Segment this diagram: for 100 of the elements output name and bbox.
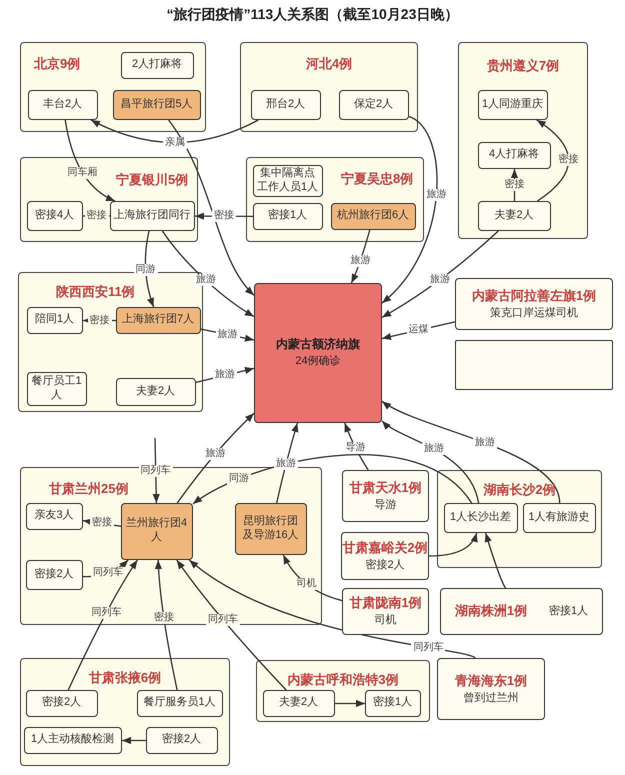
edge-label: 密接: [212, 210, 236, 222]
arrow: [276, 422, 298, 504]
region-panel: [20, 42, 206, 132]
region-heading: 河北4例: [304, 55, 354, 73]
case-box: 密接2人: [26, 560, 82, 590]
case-box: [342, 588, 429, 635]
case-box: 上海旅行团7人: [116, 306, 200, 334]
edge-label: 运煤: [406, 324, 430, 336]
case-note: 策克口岸运煤司机: [490, 306, 578, 320]
case-box: 夫妻2人: [478, 200, 550, 230]
region-panel: [437, 470, 602, 568]
edge-label: 旅游: [203, 448, 228, 460]
edge-label: 密接: [556, 154, 581, 166]
arrow: [82, 560, 129, 578]
case-box: 2人打麻将: [120, 52, 194, 78]
case-heading: 湖南株洲1例: [454, 603, 528, 620]
edge-label: 同列车: [89, 606, 124, 618]
edge-label: 旅游: [274, 458, 298, 470]
case-box: 密接1人: [364, 690, 420, 716]
region-heading: 内蒙古呼和浩特3例: [286, 671, 400, 689]
hub-box: [254, 283, 382, 423]
case-box: 密接2人: [146, 726, 218, 754]
edge-label: 旅游: [428, 274, 452, 286]
edge-label: 旅游: [213, 369, 237, 382]
arrow: [122, 736, 146, 744]
case-box: 昆明旅行团及导游16人: [234, 502, 306, 554]
arrow: [144, 230, 154, 308]
case-heading: 内蒙古阿拉善左旗1例: [472, 288, 596, 304]
region-heading: 甘肃张掖6例: [88, 669, 162, 687]
case-heading: 甘肃嘉峪关2例: [342, 540, 428, 556]
diagram-title: “旅行团疫情”113人关系图（截至10月23日晚）: [166, 6, 460, 24]
edge-label: 导游: [344, 442, 368, 454]
case-box: 夫妻2人: [262, 690, 334, 716]
edge-label: 旅游: [422, 443, 446, 456]
case-heading: 甘肃天水1例: [349, 480, 422, 496]
case-box: 陪同1人: [26, 306, 82, 334]
arrow: [484, 532, 506, 588]
arrow: [196, 367, 254, 383]
arrow: [510, 169, 518, 201]
region-panel: [256, 660, 430, 722]
arrow: [90, 119, 259, 144]
case-box: [455, 278, 613, 330]
case-box: [437, 658, 545, 720]
case-box: 1人主动核酸检测: [24, 726, 122, 754]
case-heading: 青海海东1例: [454, 672, 528, 689]
case-box: 餐厅员工1人: [26, 372, 86, 406]
arrow: [382, 230, 499, 318]
region-heading: 陕西西安11例: [56, 283, 135, 301]
region-panel: [20, 157, 198, 242]
case-box: 昌平旅行团5人: [112, 90, 200, 120]
case-box: 邢台2人: [250, 90, 320, 120]
case-box: 密接2人: [26, 690, 98, 716]
arrow: [428, 532, 478, 557]
arrow: [344, 422, 369, 470]
edge-label: 旅游: [473, 437, 498, 450]
case-box: 夫妻2人: [116, 378, 196, 406]
case-box: 集中隔离点工作人员1人: [252, 164, 322, 196]
arrow: [382, 420, 480, 504]
edge-label: 密接: [84, 210, 108, 222]
case-box: 1人同游重庆: [478, 90, 548, 120]
region-panel: [20, 658, 230, 766]
edge-label: 司机: [294, 578, 318, 590]
case-box: 亲友3人: [26, 502, 82, 530]
case-note: 密接2人: [365, 558, 405, 572]
edge-label: 旅游: [424, 188, 448, 201]
case-note: 导游: [374, 498, 396, 512]
case-box: [440, 588, 603, 635]
edge-label: 同列车: [206, 614, 240, 626]
arrow: [382, 116, 438, 304]
arrow: [154, 560, 178, 690]
region-heading: 宁夏吴忠8例: [341, 170, 414, 188]
arrow: [350, 230, 370, 284]
arrow: [162, 230, 254, 318]
arrow: [68, 560, 138, 690]
region-heading: 甘肃兰州25例: [49, 480, 128, 498]
arrow: [382, 321, 456, 340]
edge-label: 旅游: [348, 254, 372, 267]
case-box: 1人有旅游史: [522, 502, 596, 532]
arrow: [83, 316, 116, 324]
region-panel: [458, 42, 588, 239]
arrow: [176, 560, 287, 690]
region-heading: 湖南长沙2例: [482, 481, 557, 499]
arrow: [152, 438, 160, 504]
edge-label: 同列车: [138, 464, 173, 476]
case-box: 上海旅行团同行: [110, 200, 194, 230]
case-note: 密接1人: [548, 604, 588, 618]
case-box: [455, 340, 613, 390]
case-box: 丰台2人: [28, 90, 98, 120]
edge-label: 同游: [134, 264, 158, 276]
case-box: 1人长沙出差: [444, 502, 518, 532]
edge-label: 旅游: [194, 274, 218, 286]
case-heading: 内蒙古额济纳旗: [276, 337, 360, 352]
arrow: [64, 120, 116, 202]
region-panel: [240, 42, 418, 132]
case-box: 保定2人: [338, 90, 408, 120]
case-note: 曾到过兰州: [464, 692, 518, 706]
arrow: [195, 212, 253, 220]
arrow: [82, 518, 122, 527]
arrow: [192, 454, 472, 504]
edge-label: 密接: [90, 517, 114, 530]
